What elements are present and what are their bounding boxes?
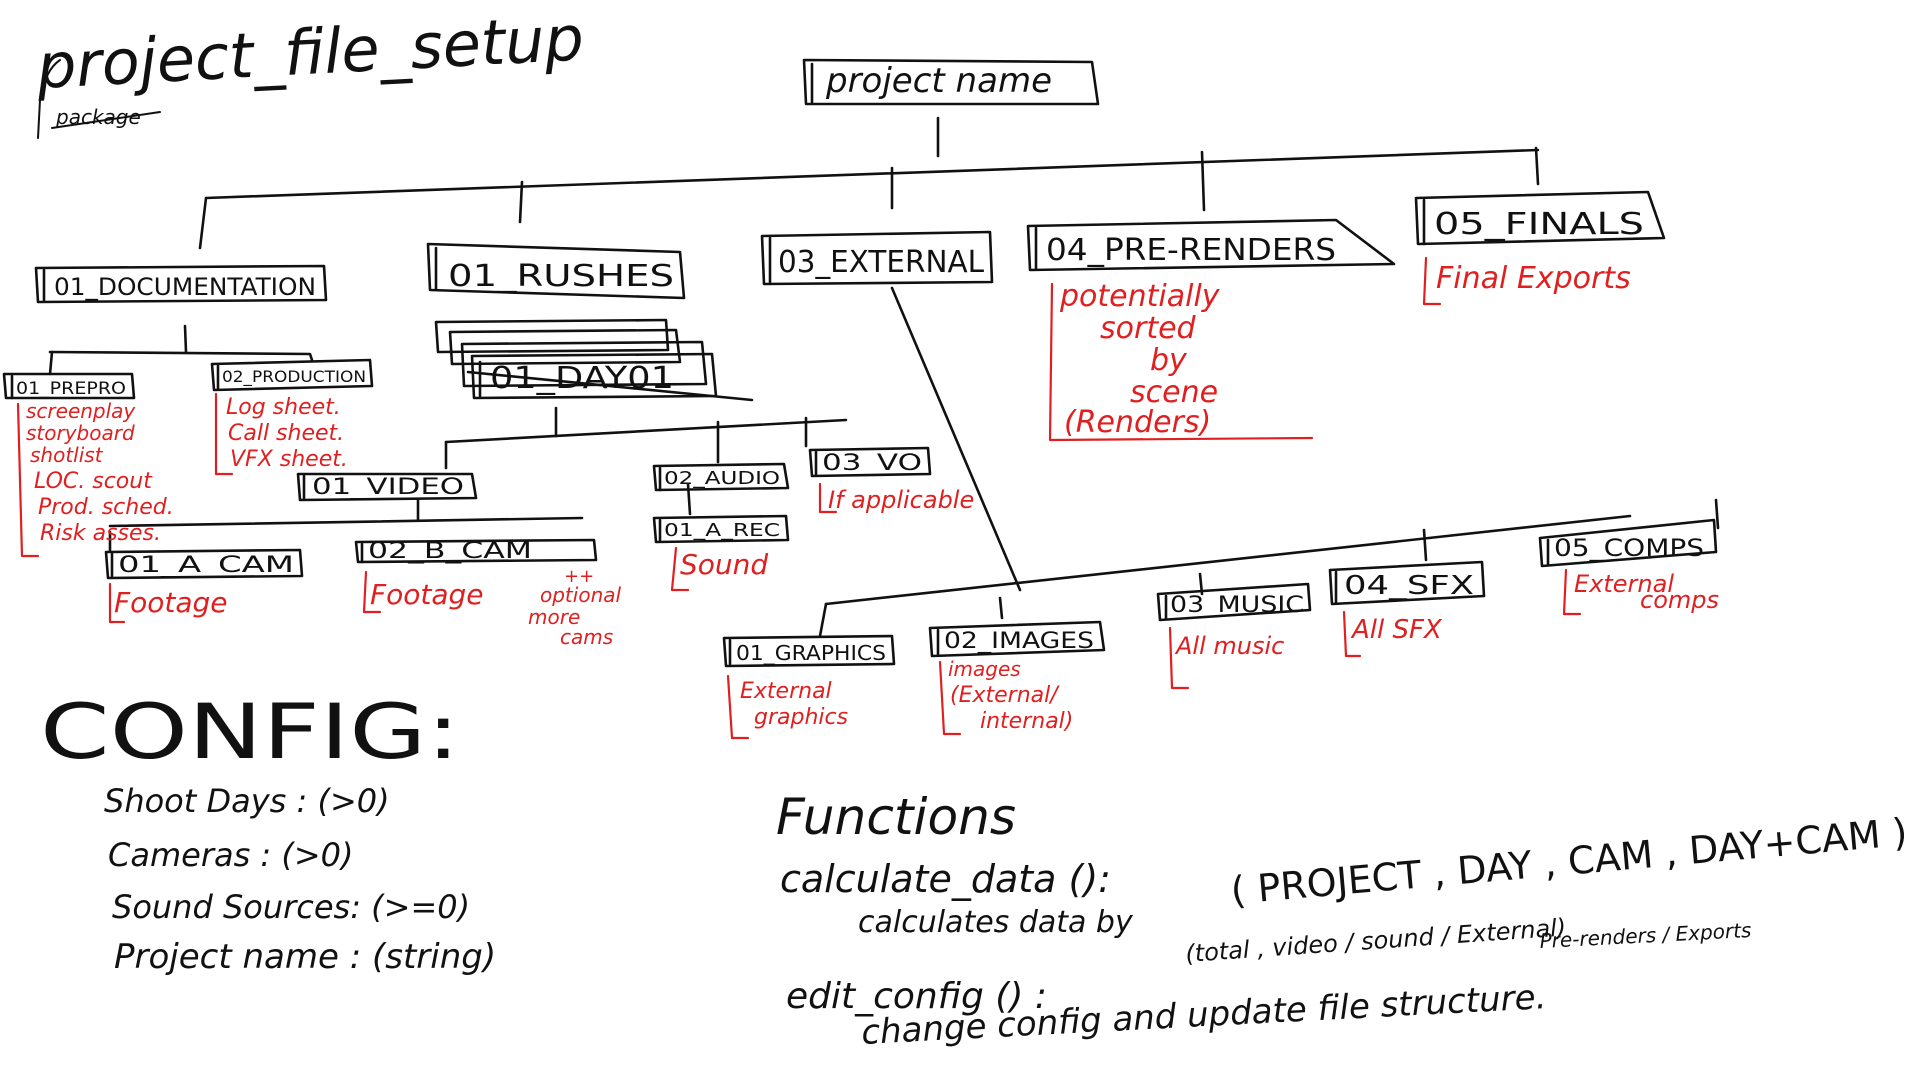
folder-images-label: 02_IMAGES (944, 629, 1094, 654)
config-item-cameras: Cameras : (>0) (108, 836, 354, 874)
folder-audio-label: 02_AUDIO (664, 468, 780, 489)
music-note: All music (1174, 632, 1284, 660)
graphics-note-1: External (740, 679, 832, 704)
b-cam-extra-2: optional (540, 583, 621, 607)
images-note-3: internal) (980, 709, 1073, 734)
folder-prepro-label: 01_PREPRO (16, 379, 126, 399)
pre-renders-note-5: (Renders) (1064, 405, 1211, 440)
folder-external-label: 03_EXTERNAL (778, 245, 984, 280)
folder-production-label: 02_PRODUCTION (222, 367, 366, 387)
title-group: project_file_setup package (34, 1, 585, 139)
folder-graphics: 01_GRAPHICS External graphics (722, 634, 896, 740)
folder-production: 02_PRODUCTION Log sheet. Call sheet. VFX… (210, 358, 374, 476)
calculate-data-desc: calculates data by (858, 905, 1134, 940)
b-cam-extra-3: more (528, 605, 580, 629)
root-node: project name (802, 58, 1100, 106)
folder-pre-renders: 04_PRE-RENDERS potentially sorted by sce… (1026, 218, 1396, 442)
prepro-note-4: LOC. scout (34, 469, 153, 494)
vo-note: If applicable (828, 486, 974, 514)
folder-video: 01_VIDEO (296, 472, 478, 502)
sfx-note: All SFX (1350, 615, 1443, 645)
folder-b-cam-label: 02_B_CAM (368, 539, 532, 564)
folder-rushes: 01_RUSHES (426, 242, 686, 300)
graphics-note-2: graphics (754, 705, 848, 730)
pre-renders-note-3: by (1150, 343, 1188, 378)
config-heading: CONFIG: (40, 687, 460, 776)
edit-config-signature: edit_config () : (786, 976, 1047, 1017)
images-note-2: (External/ (950, 683, 1060, 708)
comps-note-1: External (1574, 570, 1674, 598)
root-label: project name (825, 61, 1052, 101)
a-cam-note: Footage (114, 586, 228, 619)
b-cam-note: Footage (370, 578, 484, 611)
folder-comps-label: 05_COMPS (1554, 534, 1704, 562)
prepro-note-1: screenplay (26, 399, 136, 423)
pre-renders-note-1: potentially (1059, 279, 1221, 314)
folder-graphics-label: 01_GRAPHICS (736, 641, 886, 665)
folder-vo: 03_VO If applicable (808, 446, 974, 514)
calculate-data-args: ( PROJECT , DAY , CAM , DAY+CAM ) (1229, 810, 1909, 913)
folder-finals-label: 05_FINALS (1434, 207, 1644, 242)
folder-video-label: 01_VIDEO (312, 475, 464, 500)
functions-section: Functions calculate_data (): calculates … (776, 788, 1909, 1053)
folder-documentation-label: 01_DOCUMENTATION (54, 273, 316, 301)
functions-heading: Functions (776, 788, 1016, 846)
folder-vo-label: 03_VO (822, 451, 922, 476)
production-note-1: Log sheet. (226, 395, 341, 420)
production-note-3: VFX sheet. (230, 447, 348, 472)
images-note-1: images (948, 657, 1021, 681)
tree-connectors (48, 116, 1720, 638)
prepro-note-3: shotlist (30, 443, 104, 467)
folder-sfx: 04_SFX All SFX (1328, 560, 1486, 658)
finals-note: Final Exports (1436, 261, 1631, 296)
folder-documentation: 01_DOCUMENTATION (34, 264, 328, 304)
calculate-data-sub: (total , video / sound / External) (1184, 913, 1567, 968)
folder-a-cam-label: 01_A_CAM (118, 553, 294, 578)
b-cam-extra-4: cams (560, 625, 613, 649)
pre-renders-note-4: scene (1130, 375, 1218, 410)
folder-images: 02_IMAGES images (External/ internal) (928, 620, 1106, 736)
folder-rushes-label: 01_RUSHES (448, 259, 674, 294)
prepro-note-2: storyboard (26, 421, 135, 445)
a-rec-note: Sound (680, 548, 768, 581)
folder-music-label: 03_MUSIC (1170, 593, 1304, 618)
b-cam-extra-1: ++ (564, 566, 594, 587)
folder-finals: 05_FINALS Final Exports (1414, 190, 1666, 306)
folder-prepro: 01_PREPRO screenplay storyboard shotlist… (2, 372, 174, 558)
prepro-note-6: Risk asses. (40, 521, 161, 546)
folder-audio: 02_AUDIO (652, 462, 790, 492)
folder-a-rec: 01_A_REC Sound (652, 514, 790, 592)
folder-a-cam: 01_A_CAM Footage (104, 548, 304, 624)
calculate-data-sub2: Pre-renders / Exports (1539, 918, 1752, 953)
production-note-2: Call sheet. (228, 421, 344, 446)
folder-pre-renders-label: 04_PRE-RENDERS (1046, 233, 1336, 268)
config-item-project-name: Project name : (string) (114, 937, 496, 977)
folder-music: 03_MUSIC All music (1156, 582, 1312, 690)
config-section: CONFIG: Shoot Days : (>0) Cameras : (>0)… (40, 687, 496, 977)
comps-note-2: comps (1640, 586, 1719, 614)
config-item-sound-sources: Sound Sources: (>=0) (112, 888, 470, 926)
prepro-note-5: Prod. sched. (38, 495, 174, 520)
folder-day-stack: 01_DAY01 (434, 318, 754, 402)
pre-renders-note-2: sorted (1100, 311, 1197, 346)
folder-external: 03_EXTERNAL (760, 230, 994, 286)
diagram-title: project_file_setup (34, 1, 585, 103)
config-item-shoot-days: Shoot Days : (>0) (104, 782, 390, 820)
folder-comps: 05_COMPS External comps (1538, 518, 1719, 616)
folder-sfx-label: 04_SFX (1344, 571, 1474, 601)
folder-b-cam: 02_B_CAM Footage ++ optional more cams (354, 538, 621, 649)
calculate-data-signature: calculate_data (): (780, 857, 1111, 901)
folder-day-label: 01_DAY01 (490, 361, 674, 396)
folder-a-rec-label: 01_A_REC (664, 520, 780, 541)
